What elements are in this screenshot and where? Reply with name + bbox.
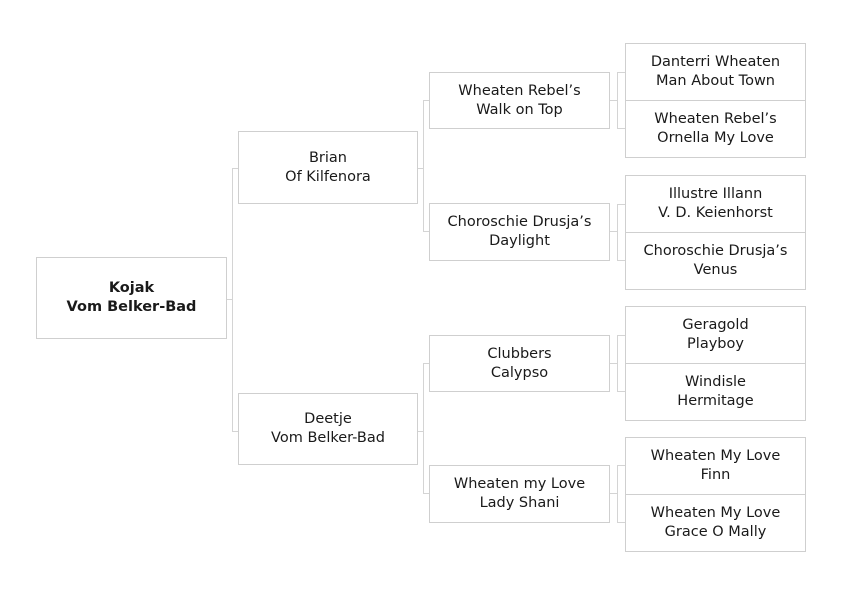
connector (423, 363, 424, 494)
subject-box: Kojak Vom Belker-Bad (36, 257, 227, 339)
dam-box: Deetje Vom Belker-Bad (238, 393, 418, 465)
sire-dam-sire-name-line2: V. D. Keienhorst (658, 205, 773, 221)
connector (617, 260, 625, 261)
dam-sire-name-line2: Calypso (490, 364, 549, 381)
connector (423, 231, 429, 232)
dam-name-line1: Deetje (304, 411, 352, 427)
connector (232, 168, 233, 432)
sire-sire-box: Wheaten Rebel’s Walk on Top (429, 72, 610, 129)
connector (423, 493, 429, 494)
dam-sire-dam-name-line2: Hermitage (677, 393, 754, 409)
dam-sire-sire-box: Geragold Playboy (625, 306, 806, 364)
connector (617, 204, 618, 261)
sire-dam-name-line2: Daylight (489, 233, 550, 249)
connector (617, 335, 618, 392)
subject-name-line2: Vom Belker-Bad (66, 299, 197, 315)
sire-sire-dam-name-line2: Ornella My Love (657, 130, 774, 146)
sire-name-line2: Of Kilfenora (285, 168, 371, 185)
connector (417, 168, 424, 169)
sire-dam-name-line1: Choroschie Drusja’s (447, 214, 592, 230)
connector (617, 128, 625, 129)
connector (617, 465, 625, 466)
dam-dam-dam-name-line1: Wheaten My Love (650, 505, 781, 521)
connector (617, 391, 625, 392)
sire-sire-sire-name-line2: Man About Town (656, 73, 775, 89)
sire-name-line1: Brian (308, 149, 347, 166)
sire-dam-sire-box: Illustre Illann V. D. Keienhorst (625, 175, 806, 233)
connector (232, 168, 238, 169)
connector (617, 465, 618, 523)
dam-sire-box: Clubbers Calypso (429, 335, 610, 392)
sire-sire-name-line2: Walk on Top (476, 101, 563, 118)
dam-sire-dam-box: Windisle Hermitage (625, 363, 806, 421)
sire-dam-box: Choroschie Drusja’s Daylight (429, 203, 610, 261)
connector (232, 431, 238, 432)
dam-sire-sire-name-line2: Playboy (687, 336, 744, 352)
connector (417, 431, 424, 432)
connector (617, 72, 625, 73)
dam-dam-sire-name-line1: Wheaten My Love (650, 448, 781, 464)
dam-dam-sire-name-line2: Finn (700, 467, 731, 483)
connector (609, 493, 618, 494)
connector (423, 100, 429, 101)
sire-sire-sire-box: Danterri Wheaten Man About Town (625, 43, 806, 101)
connector (609, 231, 618, 232)
sire-dam-sire-name-line1: Illustre Illann (668, 186, 763, 202)
connector (617, 335, 625, 336)
dam-dam-name-line2: Lady Shani (479, 495, 560, 511)
dam-sire-dam-name-line1: Windisle (685, 374, 746, 390)
sire-box: Brian Of Kilfenora (238, 131, 418, 204)
connector (617, 72, 618, 129)
subject-name-line1: Kojak (108, 280, 155, 296)
connector (617, 204, 625, 205)
sire-sire-dam-box: Wheaten Rebel’s Ornella My Love (625, 100, 806, 158)
dam-name-line2: Vom Belker-Bad (271, 430, 385, 446)
sire-dam-dam-name-line2: Venus (693, 262, 738, 278)
dam-dam-dam-name-line2: Grace O Mally (664, 524, 767, 540)
connector (617, 522, 625, 523)
sire-sire-sire-name-line1: Danterri Wheaten (650, 54, 781, 70)
dam-dam-sire-box: Wheaten My Love Finn (625, 437, 806, 495)
sire-sire-name-line1: Wheaten Rebel’s (458, 82, 581, 99)
dam-dam-name-line1: Wheaten my Love (453, 476, 586, 492)
connector (226, 299, 233, 300)
dam-sire-sire-name-line1: Geragold (682, 317, 749, 333)
dam-dam-box: Wheaten my Love Lady Shani (429, 465, 610, 523)
dam-sire-name-line1: Clubbers (487, 345, 552, 362)
connector (423, 363, 429, 364)
sire-dam-dam-name-line1: Choroschie Drusja’s (643, 243, 788, 259)
connector (609, 100, 618, 101)
sire-dam-dam-box: Choroschie Drusja’s Venus (625, 232, 806, 290)
connector (423, 100, 424, 232)
sire-sire-dam-name-line1: Wheaten Rebel’s (654, 111, 777, 127)
dam-dam-dam-box: Wheaten My Love Grace O Mally (625, 494, 806, 552)
connector (609, 363, 618, 364)
